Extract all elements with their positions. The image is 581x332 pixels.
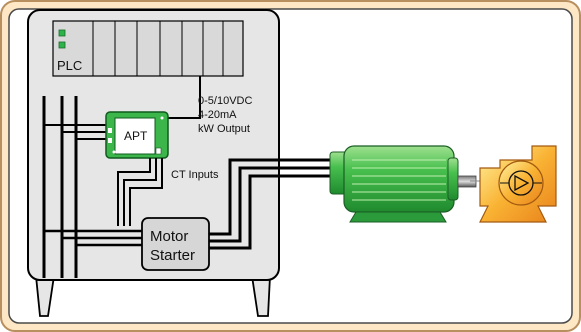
incoming-power-wires: [42, 96, 78, 278]
apt-label: APT: [124, 129, 148, 143]
output-signal-line2: 4-20mA: [198, 109, 237, 121]
output-signal-line1: 0-5/10VDC: [198, 95, 252, 107]
electric-motor: [329, 145, 459, 223]
plc-status-led: [58, 29, 66, 37]
ct-input-wires: [117, 158, 163, 226]
ct-inputs-label: CT Inputs: [171, 169, 219, 181]
voltage-taps: [44, 124, 106, 140]
analog-output-wire: [168, 76, 201, 119]
starter-feed-wires: [44, 229, 142, 247]
motor-starter-label-line2: Starter: [150, 247, 195, 264]
motor-feed-wires: [209, 158, 332, 250]
motor-starter: [141, 217, 210, 271]
output-signal-line3: kW Output: [198, 123, 250, 135]
centrifugal-pump: [470, 145, 557, 223]
motor-starter-label-line1: Motor: [150, 228, 188, 245]
plc-label: PLC: [57, 58, 82, 73]
plc-rack: [52, 20, 244, 77]
plc-status-led: [58, 41, 66, 49]
apt-module: [105, 111, 169, 159]
